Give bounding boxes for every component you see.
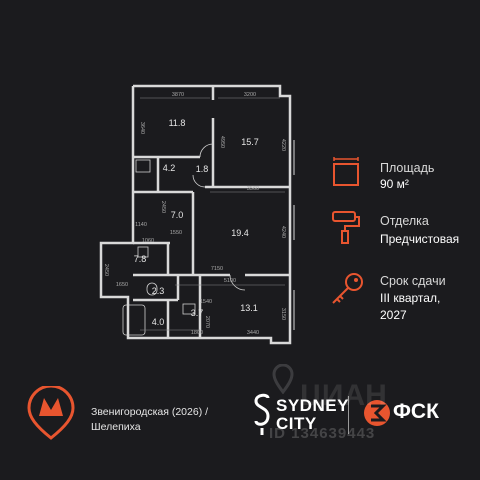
metro-station-line2: Шелепиха — [91, 421, 141, 433]
room-area-label: 4.2 — [163, 163, 176, 173]
room-area-label: 3.7 — [191, 308, 204, 318]
deadline-year: 2027 — [380, 308, 407, 322]
room-area-label: 11.8 — [169, 118, 186, 128]
dimension-label: 3440 — [247, 330, 259, 336]
metro-station: Звенигородская (2026) / Шелепиха — [91, 405, 208, 435]
finish-label: Отделка — [380, 214, 429, 228]
dimension-label: 1550 — [170, 230, 182, 236]
room-labels: 11.8 15.7 4.2 1.8 7.0 19.4 7.8 2.3 4.0 3.7 13.1 — [134, 118, 259, 327]
dimension-label: 4950 — [219, 136, 225, 148]
sydney-logo-icon — [254, 393, 270, 435]
deadline-label: Срок сдачи — [380, 274, 446, 288]
plan-walls — [99, 84, 292, 345]
footer-divider — [348, 396, 349, 434]
room-area-label: 7.0 — [171, 210, 184, 220]
dimension-label: 7150 — [211, 266, 223, 272]
location-pin-icon — [272, 364, 294, 394]
dimension-label: 2450 — [160, 201, 166, 213]
paint-roller-icon — [332, 211, 360, 244]
area-label: Площадь — [380, 161, 435, 175]
metro-icon — [27, 386, 75, 440]
dimension-label: 1140 — [135, 222, 147, 228]
dimension-label: 1650 — [116, 282, 128, 288]
dimension-label: 5100 — [224, 278, 236, 284]
dimension-label: 1060 — [142, 238, 154, 244]
dimension-label: 3640 — [139, 122, 145, 134]
room-area-label: 19.4 — [231, 228, 249, 238]
plan-dimension-lines — [140, 97, 285, 331]
room-area-label: 13.1 — [240, 303, 258, 313]
brand-line2: CITY — [276, 414, 317, 433]
plan-fixtures — [122, 159, 196, 336]
dimension-label: 3150 — [280, 308, 286, 320]
room-area-label: 1.8 — [196, 164, 209, 174]
room-area-label: 2.3 — [152, 286, 165, 296]
plan-doors — [192, 143, 246, 291]
dimension-label: 2070 — [204, 316, 210, 328]
brand-line1: SYDNEY — [276, 396, 349, 415]
deadline-quarter: III квартал, — [380, 291, 441, 305]
plan-windows — [140, 85, 295, 330]
area-value: 90 м² — [380, 177, 409, 191]
developer-name: ФСК — [393, 400, 439, 423]
watermark-id: ID 134639443 — [269, 425, 376, 442]
dimension-label: 4220 — [280, 139, 286, 151]
dimension-labels: 3870 3200 3640 4950 4220 3560 2450 1140 1550 4240… — [103, 92, 286, 336]
room-area-label: 15.7 — [241, 137, 259, 147]
key-icon — [332, 273, 363, 304]
metro-station-line1: Звенигородская (2026) / — [91, 406, 209, 418]
area-icon — [333, 157, 359, 186]
watermark-word: ЦИАН — [300, 379, 387, 412]
room-area-label: 4.0 — [152, 317, 165, 327]
dimension-label: 4240 — [280, 226, 286, 238]
dimension-label: 2450 — [103, 264, 109, 276]
dimension-label: 3200 — [244, 92, 256, 98]
finish-value: Предчистовая — [380, 232, 460, 246]
dimension-label: 1800 — [191, 330, 203, 336]
room-area-label: 7.8 — [134, 254, 147, 264]
dimension-label: 3870 — [172, 92, 184, 98]
dimension-label: 3560 — [247, 186, 259, 192]
dimension-label: 1540 — [200, 299, 212, 305]
fsk-logo-icon — [364, 400, 390, 426]
brand-name: SYDNEY CITY — [276, 397, 349, 433]
